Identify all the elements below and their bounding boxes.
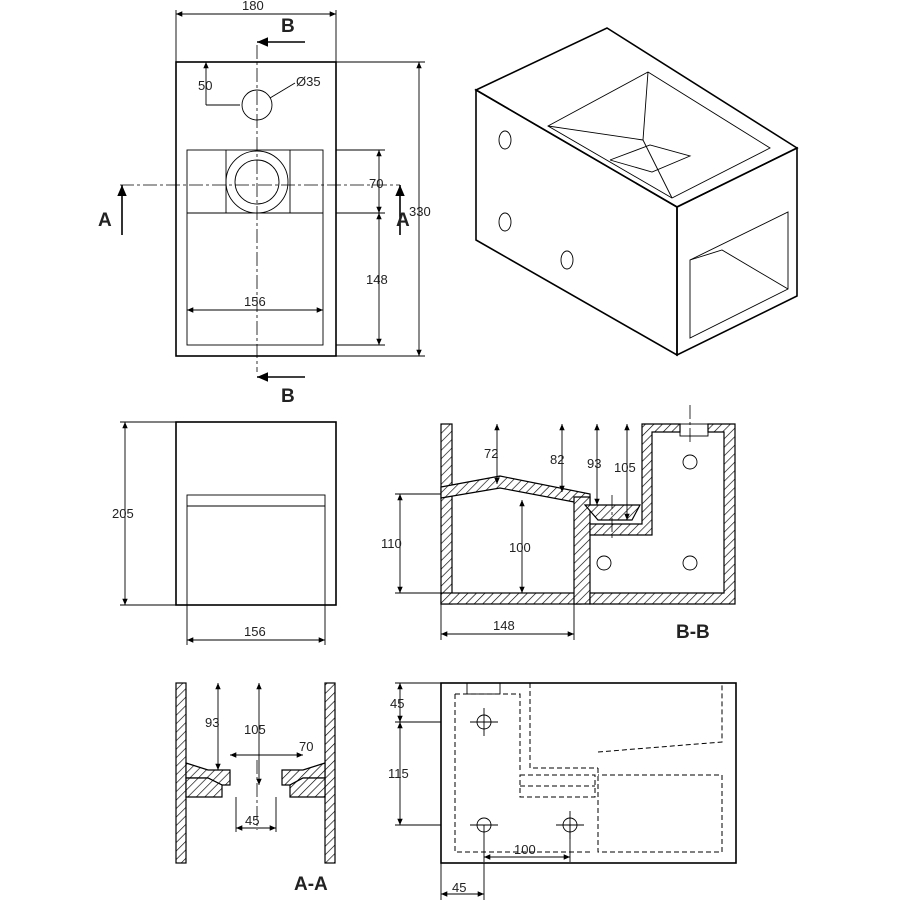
dim-front-width: 156	[244, 624, 266, 639]
section-b-b: 72 82 93 105 110 100 148 B-B	[381, 405, 736, 643]
front-view: 205 156	[112, 421, 337, 645]
top-view: 180 50 Ø35 70 330 148 156 A A B B	[98, 0, 431, 407]
dim-depth-70: 70	[369, 176, 383, 191]
dim-aa-45: 45	[245, 813, 259, 828]
dim-aa-105: 105	[244, 722, 266, 737]
section-aa-title: A-A	[294, 874, 328, 895]
side-view: 45 115 100 45	[388, 682, 737, 900]
section-marker-a-left: A	[98, 210, 112, 231]
section-bb-title: B-B	[676, 622, 710, 643]
dim-basin-length: 148	[366, 272, 388, 287]
dim-front-height: 205	[112, 506, 134, 521]
isometric-view	[474, 27, 799, 357]
section-marker-a-right: A	[396, 210, 410, 231]
dim-side-45-top: 45	[390, 696, 404, 711]
dim-bb-100: 100	[509, 540, 531, 555]
dim-bb-93: 93	[587, 456, 601, 471]
dim-top-width: 180	[242, 0, 264, 13]
dim-hole-offset: 50	[198, 78, 212, 93]
dim-side-45-bottom: 45	[452, 880, 466, 895]
dim-side-100: 100	[514, 842, 536, 857]
dim-basin-width: 156	[244, 294, 266, 309]
dim-bb-82: 82	[550, 452, 564, 467]
section-marker-b-bottom: B	[281, 386, 295, 407]
dim-bb-110: 110	[381, 536, 402, 551]
dim-bb-105: 105	[614, 460, 636, 475]
dim-bb-72: 72	[484, 446, 498, 461]
section-a-a: 93 105 70 45 A-A	[175, 682, 336, 895]
dim-bb-148: 148	[493, 618, 515, 633]
dim-height-330: 330	[409, 204, 431, 219]
dim-side-115: 115	[388, 766, 409, 781]
section-marker-b-top: B	[281, 16, 295, 37]
dim-hole-diameter: Ø35	[296, 74, 321, 89]
dim-aa-70: 70	[299, 739, 313, 754]
dim-aa-93: 93	[205, 715, 219, 730]
